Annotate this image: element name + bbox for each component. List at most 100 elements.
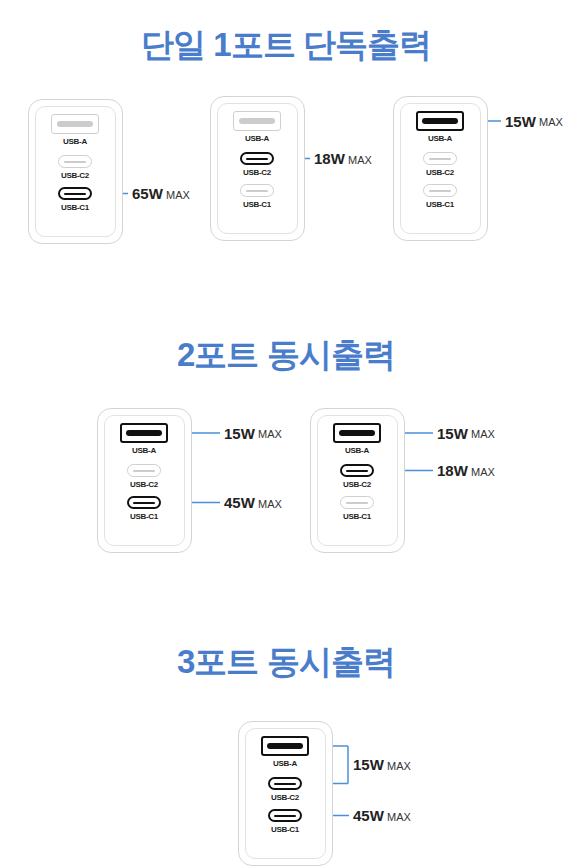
port-label: USB-C2 bbox=[112, 480, 176, 489]
wattage-value: 18W bbox=[314, 150, 345, 167]
port-label: USB-A bbox=[408, 134, 472, 143]
usb-c-port: USB-C2 bbox=[253, 777, 317, 802]
port-tongue bbox=[429, 158, 451, 160]
port-tongue bbox=[57, 121, 93, 127]
port-opening bbox=[127, 464, 161, 477]
port-opening bbox=[58, 155, 92, 168]
port-label: USB-C1 bbox=[325, 512, 389, 521]
usb-c-port: USB-C2 bbox=[225, 152, 289, 177]
port-opening bbox=[340, 496, 374, 509]
port-tongue bbox=[274, 783, 296, 785]
charger-body: USB-A USB-C2USB-C1 bbox=[238, 721, 333, 866]
usb-c-port: USB-C1 bbox=[325, 496, 389, 521]
usb-c-port: USB-C1 bbox=[408, 184, 472, 209]
port-label: USB-A bbox=[112, 446, 176, 455]
port-opening bbox=[51, 114, 99, 134]
charger-body: USB-A USB-C2USB-C1 bbox=[210, 96, 305, 241]
usb-c-port: USB-C2 bbox=[408, 152, 472, 177]
port-label: USB-C2 bbox=[253, 793, 317, 802]
port-opening bbox=[333, 423, 381, 443]
section-heading: 3포트 동시출력 bbox=[177, 640, 395, 685]
port-opening bbox=[268, 809, 302, 822]
port-opening bbox=[416, 111, 464, 131]
port-tongue bbox=[346, 470, 368, 472]
port-opening bbox=[127, 496, 161, 509]
charger-body: USB-A USB-C2USB-C1 bbox=[393, 96, 488, 241]
usb-a-port: USB-A bbox=[325, 423, 389, 455]
max-tag: MAX bbox=[387, 811, 411, 823]
port-opening bbox=[233, 111, 281, 131]
usb-a-port: USB-A bbox=[112, 423, 176, 455]
usb-c-port: USB-C1 bbox=[112, 496, 176, 521]
port-tongue bbox=[64, 161, 86, 163]
port-label: USB-C1 bbox=[253, 825, 317, 834]
port-tongue bbox=[246, 190, 268, 192]
port-opening bbox=[340, 464, 374, 477]
wattage-value: 15W bbox=[224, 425, 255, 442]
wattage-value: 15W bbox=[505, 113, 536, 130]
port-opening bbox=[261, 736, 309, 756]
usb-a-port: USB-A bbox=[408, 111, 472, 143]
port-label: USB-A bbox=[325, 446, 389, 455]
charger-body: USB-A USB-C2USB-C1 bbox=[97, 408, 192, 553]
usb-c-port: USB-C2 bbox=[325, 464, 389, 489]
max-tag: MAX bbox=[471, 428, 495, 440]
usb-c-port: USB-C2 bbox=[43, 155, 107, 180]
charger-body: USB-A USB-C2USB-C1 bbox=[310, 408, 405, 553]
wattage-value: 15W bbox=[437, 425, 468, 442]
bracket-line bbox=[347, 746, 349, 784]
port-opening bbox=[240, 152, 274, 165]
port-tongue bbox=[267, 743, 303, 749]
port-tongue bbox=[133, 502, 155, 504]
port-tongue bbox=[246, 158, 268, 160]
usb-c-port: USB-C1 bbox=[43, 187, 107, 212]
wattage-value: 65W bbox=[132, 185, 163, 202]
max-tag: MAX bbox=[471, 466, 495, 478]
max-tag: MAX bbox=[348, 154, 372, 166]
port-tongue bbox=[429, 190, 451, 192]
section-heading: 2포트 동시출력 bbox=[177, 333, 395, 378]
port-label: USB-C2 bbox=[325, 480, 389, 489]
wattage-value: 45W bbox=[353, 807, 384, 824]
port-label: USB-C2 bbox=[43, 171, 107, 180]
port-tongue bbox=[422, 118, 458, 124]
port-opening bbox=[268, 777, 302, 790]
port-opening bbox=[58, 187, 92, 200]
usb-c-port: USB-C1 bbox=[225, 184, 289, 209]
port-label: USB-C2 bbox=[225, 168, 289, 177]
port-opening bbox=[240, 184, 274, 197]
usb-a-port: USB-A bbox=[253, 736, 317, 768]
port-tongue bbox=[346, 502, 368, 504]
wattage-value: 45W bbox=[224, 494, 255, 511]
port-tongue bbox=[239, 118, 275, 124]
port-label: USB-C1 bbox=[112, 512, 176, 521]
usb-c-port: USB-C1 bbox=[253, 809, 317, 834]
port-label: USB-C1 bbox=[43, 203, 107, 212]
port-tongue bbox=[126, 430, 162, 436]
port-label: USB-C2 bbox=[408, 168, 472, 177]
usb-a-port: USB-A bbox=[225, 111, 289, 143]
port-tongue bbox=[339, 430, 375, 436]
port-tongue bbox=[133, 470, 155, 472]
port-label: USB-A bbox=[253, 759, 317, 768]
port-tongue bbox=[64, 193, 86, 195]
max-tag: MAX bbox=[166, 189, 190, 201]
port-opening bbox=[423, 184, 457, 197]
port-opening bbox=[120, 423, 168, 443]
port-label: USB-C1 bbox=[408, 200, 472, 209]
port-label: USB-C1 bbox=[225, 200, 289, 209]
usb-a-port: USB-A bbox=[43, 114, 107, 146]
section-heading: 단일 1포트 단독출력 bbox=[141, 23, 431, 68]
charger-body: USB-A USB-C2USB-C1 bbox=[28, 99, 123, 244]
max-tag: MAX bbox=[539, 116, 563, 128]
wattage-value: 15W bbox=[353, 756, 384, 773]
port-label: USB-A bbox=[43, 137, 107, 146]
port-tongue bbox=[274, 815, 296, 817]
port-opening bbox=[423, 152, 457, 165]
max-tag: MAX bbox=[258, 428, 282, 440]
max-tag: MAX bbox=[387, 760, 411, 772]
port-label: USB-A bbox=[225, 134, 289, 143]
wattage-value: 18W bbox=[437, 462, 468, 479]
usb-c-port: USB-C2 bbox=[112, 464, 176, 489]
max-tag: MAX bbox=[258, 498, 282, 510]
